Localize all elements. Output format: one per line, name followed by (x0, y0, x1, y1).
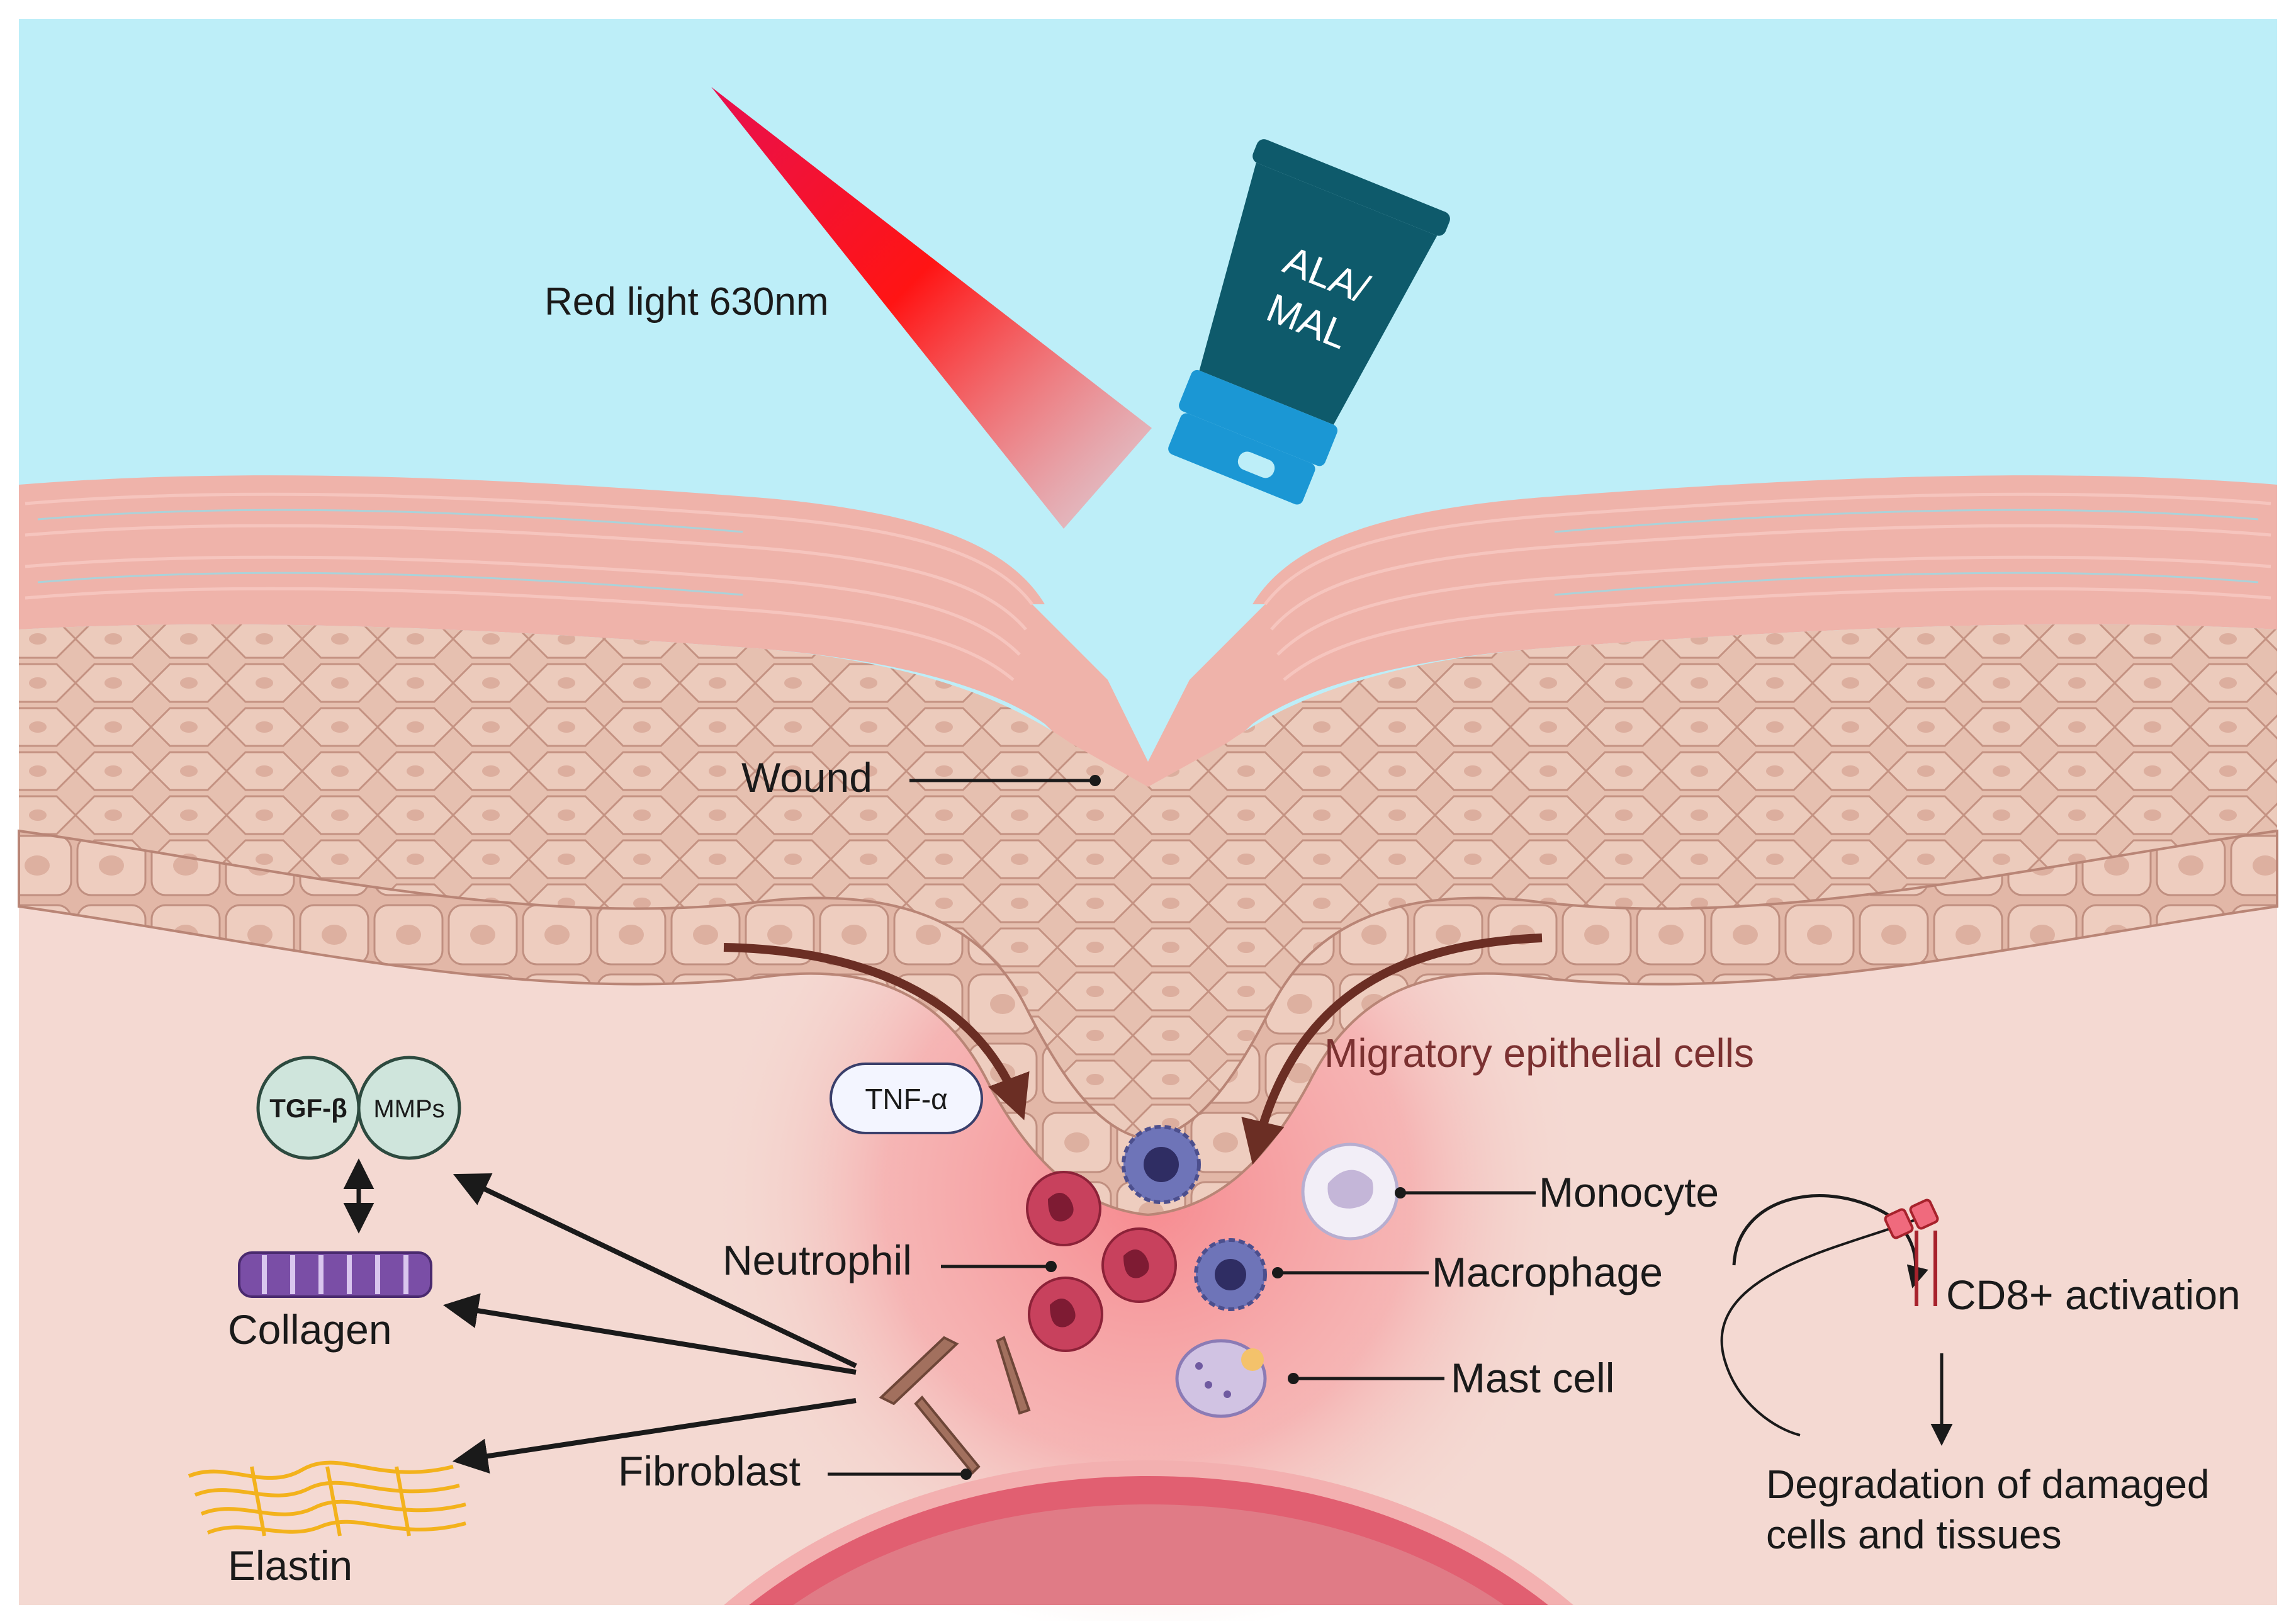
migration-arrow-left (723, 943, 1030, 1120)
monocyte-icon (1301, 1142, 1399, 1241)
macrophage-label: Macrophage (1432, 1249, 1663, 1295)
wound-label: Wound (741, 754, 872, 801)
tnf-badge (830, 1063, 983, 1134)
stratum-corneum (19, 475, 2277, 825)
degradation-label-line2: cells and tissues (1766, 1512, 2062, 1557)
monocyte-label: Monocyte (1539, 1169, 1719, 1215)
red-light-label: Red light 630nm (544, 280, 829, 324)
fibroblast-label: Fibroblast (618, 1448, 801, 1494)
light-beam-icon (711, 87, 1152, 529)
mast-cell-label: Mast cell (1451, 1355, 1614, 1401)
arrow-to-collagen (442, 1293, 857, 1375)
elastin-label: Elastin (228, 1542, 352, 1589)
macrophage-icon (1122, 1125, 1267, 1311)
arrow-to-elastin (452, 1398, 857, 1474)
epidermis-spinous-layer (19, 624, 2277, 1139)
corneum-lines (25, 492, 2271, 681)
fibroblast-icon (879, 1336, 1031, 1475)
mast-cell-icon (1175, 1339, 1267, 1418)
cd8-label: CD8+ activation (1946, 1272, 2241, 1318)
migration-arrow-right (1241, 933, 1543, 1165)
neutrophil-icon (1026, 1171, 1177, 1352)
cd8-curved-arrow (1732, 1194, 1928, 1288)
mmps-label: MMPs (373, 1095, 444, 1123)
neutrophil-label: Neutrophil (723, 1237, 912, 1283)
collagen-label: Collagen (228, 1306, 392, 1353)
cream-tube-icon: ALA/ MAL (1168, 139, 1450, 505)
cd8-receptor-icon (1884, 1198, 1939, 1306)
migratory-label: Migratory epithelial cells (1324, 1030, 1754, 1076)
degradation-label-line1: Degradation of damaged (1766, 1462, 2210, 1507)
mmps-circle (357, 1056, 461, 1160)
collagen-fiber-icon (238, 1251, 432, 1298)
arrow-to-tgf (453, 1173, 857, 1368)
tgf-label: TGF-β (269, 1093, 347, 1123)
epidermis-basal-layer (18, 829, 2278, 1217)
tnf-label: TNF-α (865, 1083, 947, 1115)
cd8-cycle-arc (1720, 1217, 1920, 1436)
wound-notch (1032, 604, 1265, 762)
blood-vessel (724, 1460, 1573, 1605)
elastin-fiber-icon (188, 1460, 466, 1537)
